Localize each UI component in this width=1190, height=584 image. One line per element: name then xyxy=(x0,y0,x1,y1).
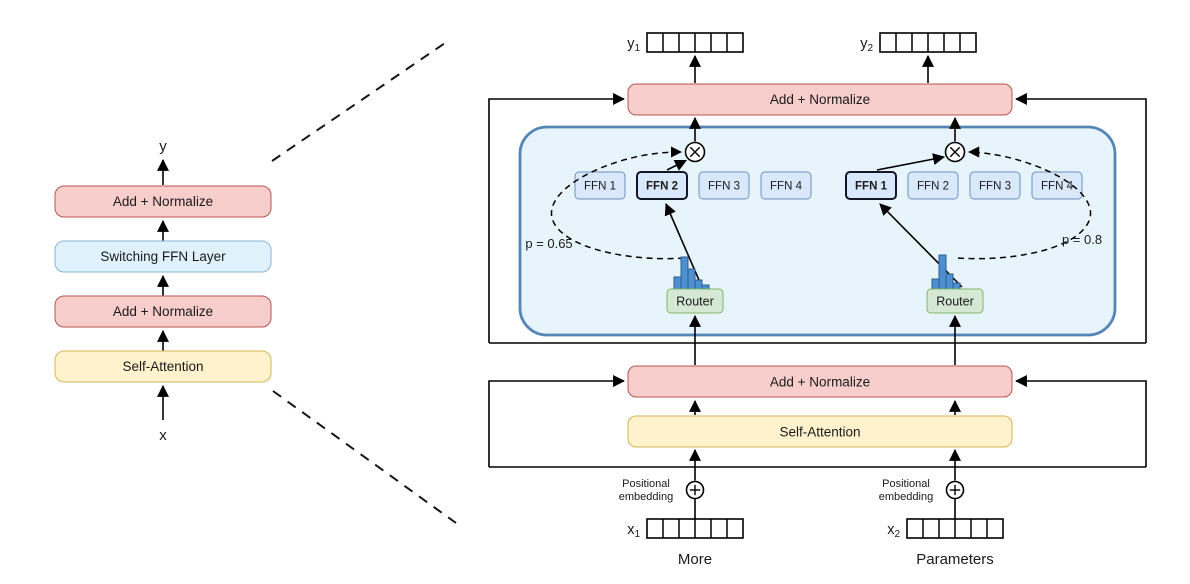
input-token-row-2: x2 xyxy=(887,518,1004,540)
ffn-label: FFN 4 xyxy=(770,181,803,193)
output-token-row-2: y2 xyxy=(860,32,977,54)
gate-probability-loop-right xyxy=(957,146,1092,260)
arrow-router-to-ffn-left xyxy=(664,203,703,288)
self-attention-label: Self-Attention xyxy=(779,425,860,440)
output-token-row-1: y1 xyxy=(627,32,744,54)
ffn-label-selected: FFN 2 xyxy=(646,181,678,193)
residual-lower-left xyxy=(488,375,626,467)
plus-icon-left xyxy=(685,480,705,500)
add-normalize-bottom-label: Add + Normalize xyxy=(113,304,213,319)
histogram-bar xyxy=(687,268,696,290)
input-token-row-1: x1 xyxy=(627,518,744,540)
ffn-group-token1: FFN 1 FFN 2 FFN 3 FFN 4 xyxy=(574,171,812,200)
router-right-rect xyxy=(926,288,984,314)
router-left-rect xyxy=(666,288,724,314)
ffn-label: FFN 1 xyxy=(584,181,616,193)
residual-upper-right xyxy=(1014,93,1147,343)
positional-embedding-label-left: Positional xyxy=(622,478,670,490)
ffn-box xyxy=(907,171,959,200)
residual-path-lower xyxy=(488,375,1147,468)
ffn-box-selected xyxy=(845,171,897,200)
right-panel: y1 y2 Add + xyxy=(488,32,1147,568)
plus-icon-right xyxy=(945,480,965,500)
switching-ffn-layer-block: Switching FFN Layer xyxy=(54,240,272,273)
router-right: Router xyxy=(926,288,984,314)
add-normalize-top-label: Add + Normalize xyxy=(113,194,213,209)
ffn-box xyxy=(698,171,750,200)
add-normalize-top-block: Add + Normalize xyxy=(627,83,1013,116)
histogram-bar xyxy=(938,254,947,290)
router-left-label: Router xyxy=(676,295,714,309)
router-right-label: Router xyxy=(936,295,974,309)
self-attention-rect xyxy=(627,415,1013,448)
add-normalize-bottom-rect xyxy=(627,365,1013,398)
ffn-box xyxy=(760,171,812,200)
zoom-guide-top xyxy=(271,40,449,162)
left-panel: y Add + Normalize Switching FFN Layer Ad… xyxy=(54,138,272,444)
caption-parameters: Parameters xyxy=(916,551,994,568)
arrow-ffn1-to-multiply-right xyxy=(876,153,946,171)
histogram-bar xyxy=(931,278,940,290)
add-normalize-top-rect xyxy=(627,83,1013,116)
ffn-box-selected xyxy=(636,171,688,200)
residual-lower-right xyxy=(1014,375,1147,467)
y2-label: y2 xyxy=(860,36,873,54)
caption-more: More xyxy=(678,551,712,568)
y1-token-dividers xyxy=(662,33,728,52)
ffn-group-token2: FFN 1 FFN 2 FFN 3 FFN 4 xyxy=(845,171,1083,200)
add-normalize-top-block: Add + Normalize xyxy=(54,185,272,218)
positional-embedding-label-right: Positional xyxy=(882,478,930,490)
add-normalize-top-rect xyxy=(54,185,272,218)
positional-embedding-label-left: embedding xyxy=(619,491,673,503)
x1-label: x1 xyxy=(627,522,640,540)
ffn-box xyxy=(1031,171,1083,200)
ffn-label: FFN 4 xyxy=(1041,181,1074,193)
ffn-label: FFN 3 xyxy=(979,181,1011,193)
ffn-label-selected: FFN 1 xyxy=(855,181,888,193)
gate-probability-loop-left xyxy=(550,146,685,260)
self-attention-rect xyxy=(54,350,272,383)
ffn-box xyxy=(969,171,1021,200)
add-normalize-bottom-label: Add + Normalize xyxy=(770,375,870,390)
probability-label-right: p = 0.8 xyxy=(1062,232,1102,247)
switching-ffn-rect xyxy=(54,240,272,273)
ffn-label: FFN 2 xyxy=(917,181,949,193)
histogram-bar xyxy=(673,276,682,290)
zoom-guide-bottom xyxy=(272,390,457,524)
arrow-ffn2-to-multiply-left xyxy=(666,159,687,171)
residual-path-upper xyxy=(488,93,1147,344)
residual-upper-left xyxy=(488,93,626,343)
multiply-icon-right xyxy=(944,141,966,163)
positional-embedding-label-right: embedding xyxy=(879,491,933,503)
add-normalize-top-label: Add + Normalize xyxy=(770,92,870,107)
self-attention-block: Self-Attention xyxy=(54,350,272,383)
add-normalize-bottom-rect xyxy=(54,295,272,328)
self-attention-block: Self-Attention xyxy=(627,415,1013,448)
y2-token-dividers xyxy=(895,33,961,52)
router-left: Router xyxy=(666,288,724,314)
histogram-bar xyxy=(694,279,703,290)
histogram-bar xyxy=(945,273,954,290)
x2-label: x2 xyxy=(887,522,900,540)
x2-token-dividers xyxy=(922,519,988,538)
x1-token-dividers xyxy=(662,519,728,538)
arrow-router-to-ffn-right xyxy=(879,203,963,288)
ffn-box xyxy=(574,171,626,200)
self-attention-label: Self-Attention xyxy=(122,359,203,374)
add-normalize-bottom-block: Add + Normalize xyxy=(627,365,1013,398)
histogram-bar xyxy=(680,256,689,290)
expert-container xyxy=(518,125,1117,337)
add-normalize-bottom-block: Add + Normalize xyxy=(54,295,272,328)
switching-ffn-label: Switching FFN Layer xyxy=(100,249,226,264)
histogram-bar xyxy=(952,282,961,290)
input-x-label: x xyxy=(159,427,167,444)
multiply-icon-left xyxy=(684,141,706,163)
ffn-label: FFN 3 xyxy=(708,181,740,193)
output-y-label: y xyxy=(159,138,167,155)
histogram-bar xyxy=(701,284,710,290)
y1-label: y1 xyxy=(627,36,640,54)
probability-label-left: p = 0.65 xyxy=(525,236,572,251)
